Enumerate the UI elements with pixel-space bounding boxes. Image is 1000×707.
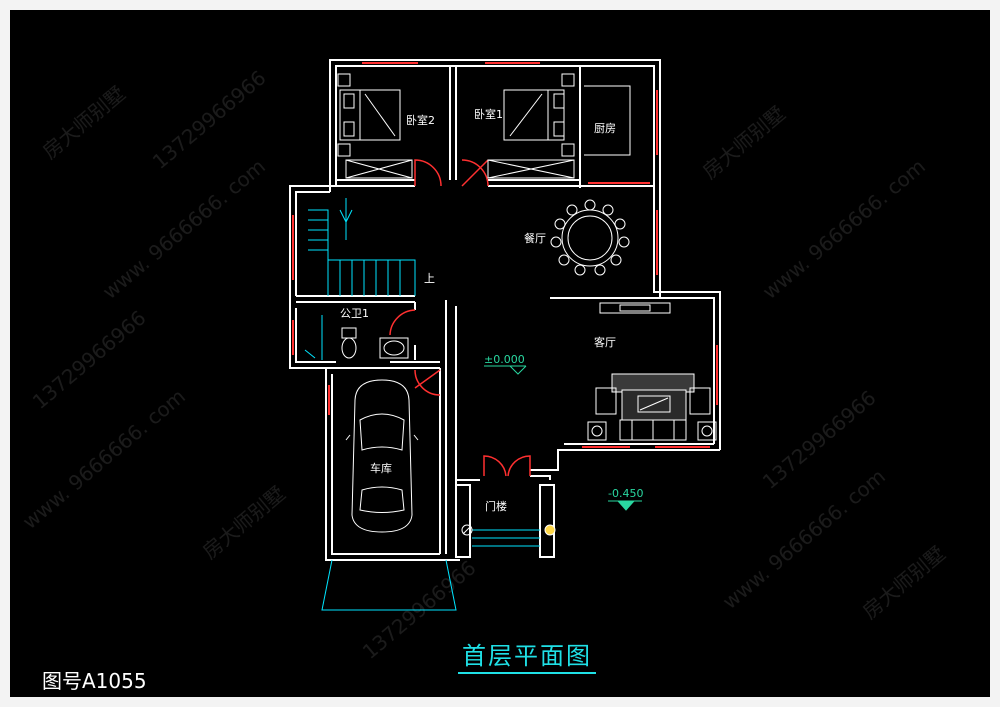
dining-table-icon [550, 199, 630, 276]
kitchen-counter [584, 85, 631, 156]
stair-up-label: 上 [424, 272, 435, 285]
watermark-brand: 房大师别墅 [858, 541, 950, 624]
doors [389, 159, 531, 477]
watermark-brand: 房大师别墅 [198, 481, 290, 564]
room-label-kitchen: 厨房 [594, 122, 616, 135]
bed-icon [487, 73, 575, 179]
floor-plan: 房大师别墅 13729966966 www. 9666666. com 房大师别… [18, 59, 950, 664]
windows [292, 62, 718, 448]
drawing-number: 图号A1055 [42, 669, 147, 693]
walls [289, 59, 721, 561]
lamp-icon [461, 524, 473, 536]
room-label-garage: 车库 [370, 461, 392, 475]
room-label-dining: 餐厅 [524, 231, 546, 245]
shower-icon [304, 315, 323, 360]
tv-cabinet-icon [599, 302, 671, 314]
lamp-icon [544, 524, 556, 536]
elevation-floor-text: ±0.000 [484, 353, 525, 366]
watermark-site: www. 9666666. com [98, 154, 270, 304]
bed-icon [337, 73, 413, 179]
watermark-site: www. 9666666. com [758, 154, 930, 304]
room-label-bedroom1: 卧室1 [474, 107, 503, 121]
watermark-brand: 房大师别墅 [698, 101, 790, 184]
staircase [308, 198, 540, 611]
elevation-marker-floor: ±0.000 [484, 353, 527, 375]
watermark-brand: 房大师别墅 [38, 81, 130, 164]
elevation-outdoor-text: -0.450 [608, 487, 643, 500]
room-label-bathroom: 公卫1 [340, 307, 369, 320]
elevation-marker-outdoor: -0.450 [608, 487, 643, 511]
drawing-frame: 房大师别墅 13729966966 www. 9666666. com 房大师别… [10, 10, 990, 697]
sofa-set-icon [587, 373, 717, 441]
drawing-title: 首层平面图 [458, 642, 596, 674]
watermark-site: www. 9666666. com [718, 464, 890, 614]
car-icon [345, 379, 419, 533]
room-label-entrance: 门楼 [485, 499, 507, 513]
room-label-bedroom2: 卧室2 [406, 113, 435, 127]
toilet-icon [341, 327, 409, 359]
room-label-living: 客厅 [594, 335, 616, 349]
watermark-phone: 13729966966 [28, 305, 151, 413]
